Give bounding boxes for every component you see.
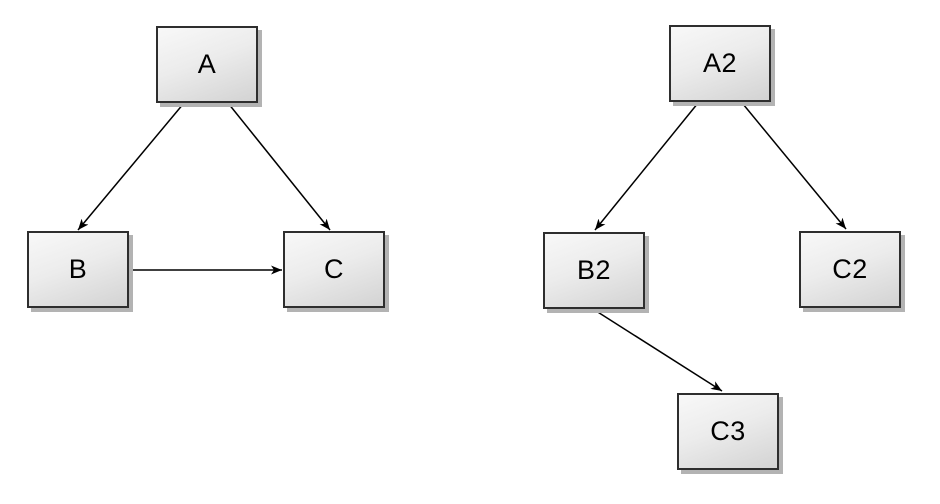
node-b[interactable]: B	[27, 231, 129, 308]
node-b2[interactable]: B2	[543, 232, 645, 309]
edge-a-b[interactable]	[77, 102, 185, 231]
node-a[interactable]: A	[156, 26, 258, 103]
node-c3[interactable]: C3	[677, 393, 779, 470]
node-c2-label: C2	[832, 254, 868, 284]
edge-a-c[interactable]	[227, 102, 331, 231]
node-c[interactable]: C	[283, 231, 385, 308]
node-b2-label: B2	[576, 255, 612, 285]
node-a2-label: A2	[702, 48, 738, 78]
edge-b2-c3[interactable]	[592, 308, 723, 392]
node-a-label: A	[197, 49, 217, 79]
node-c2[interactable]: C2	[799, 231, 901, 308]
node-c-label: C	[324, 254, 344, 284]
node-b-label: B	[68, 254, 88, 284]
node-a2[interactable]: A2	[669, 25, 771, 102]
edge-a2-c2[interactable]	[742, 103, 847, 230]
edge-a2-b2[interactable]	[594, 102, 699, 231]
node-c3-label: C3	[710, 416, 746, 446]
